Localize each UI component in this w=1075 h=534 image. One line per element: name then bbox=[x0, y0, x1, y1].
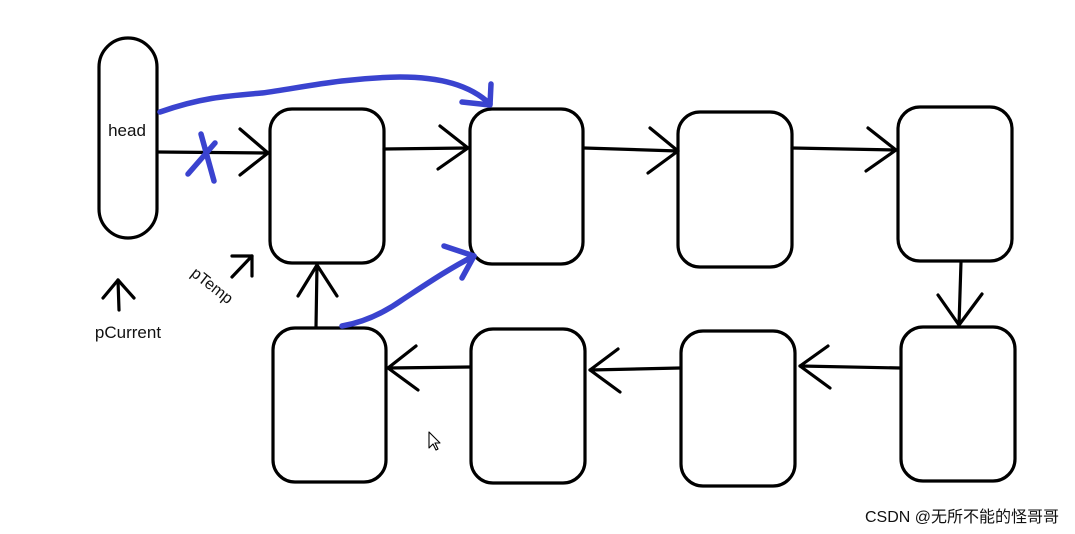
pointer-temp: pTemp bbox=[188, 254, 254, 308]
blue-arrow-head-to-node-2 bbox=[157, 74, 494, 115]
pointer-temp-label: pTemp bbox=[188, 265, 236, 308]
list-node-5 bbox=[899, 325, 1017, 483]
arrow-node-3-to-node-4 bbox=[790, 126, 898, 173]
pointer-temp-arrow bbox=[230, 254, 254, 279]
list-node-1 bbox=[268, 107, 386, 265]
blue-annotations bbox=[157, 74, 494, 329]
list-node-7 bbox=[469, 327, 587, 485]
link-arrows bbox=[156, 124, 984, 394]
list-node-3 bbox=[676, 110, 794, 269]
list-node-8 bbox=[271, 326, 388, 484]
arrow-node-6-to-node-7 bbox=[588, 347, 682, 394]
arrow-node-5-to-node-6 bbox=[798, 344, 902, 390]
csdn-watermark: CSDN @无所不能的怪哥哥 bbox=[865, 508, 1059, 526]
arrow-node-8-to-node-1 bbox=[296, 263, 339, 329]
list-node-2 bbox=[468, 107, 585, 266]
pointer-current-arrow bbox=[116, 278, 121, 312]
arrow-node-2-to-node-3 bbox=[582, 126, 680, 175]
bottom-row-nodes bbox=[271, 325, 1017, 488]
head-node-shape bbox=[97, 36, 159, 240]
arrow-head-to-node-1 bbox=[156, 127, 270, 177]
arrow-node-4-to-node-5 bbox=[936, 260, 984, 327]
top-row-nodes bbox=[268, 105, 1014, 269]
pointer-current: pCurrent bbox=[95, 278, 161, 342]
list-node-6 bbox=[679, 329, 797, 488]
list-node-4 bbox=[896, 105, 1014, 263]
mouse-cursor-icon bbox=[428, 431, 441, 451]
head-label: head bbox=[108, 121, 146, 140]
arrow-node-7-to-node-8 bbox=[386, 344, 472, 392]
pointer-current-label: pCurrent bbox=[95, 323, 161, 342]
arrow-node-1-to-node-2 bbox=[382, 124, 470, 171]
blue-arrow-node-8-to-node-2 bbox=[339, 243, 477, 329]
blue-cross-mark bbox=[185, 131, 218, 184]
head-node: head bbox=[97, 36, 159, 240]
